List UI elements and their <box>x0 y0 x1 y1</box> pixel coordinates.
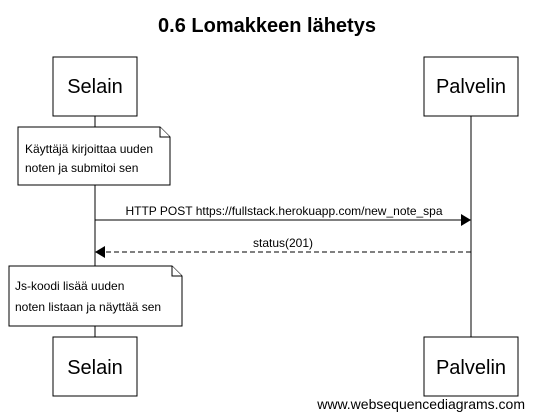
note-js-adds-note: Js-koodi lisää uuden noten listaan ja nä… <box>8 265 183 327</box>
watermark-link[interactable]: www.websequencediagrams.com <box>316 396 525 412</box>
participant-label: Selain <box>67 357 123 379</box>
message-label: status(201) <box>253 236 313 250</box>
note-line: Käyttäjä kirjoittaa uuden <box>25 142 153 156</box>
note-line: noten ja submitoi sen <box>25 161 138 175</box>
note-user-submits: Käyttäjä kirjoittaa uuden noten ja submi… <box>17 126 171 186</box>
message-http-post: HTTP POST https://fullstack.herokuapp.co… <box>95 204 471 226</box>
diagram-title: 0.6 Lomakkeen lähetys <box>158 15 376 37</box>
participant-browser-bottom: Selain <box>52 336 138 397</box>
participant-server-top: Palvelin <box>423 56 519 117</box>
note-line: noten listaan ja näyttää sen <box>15 300 161 314</box>
participant-label: Selain <box>67 76 123 98</box>
message-status-response: status(201) <box>95 236 471 258</box>
participant-label: Palvelin <box>436 76 506 98</box>
participant-label: Palvelin <box>436 357 506 379</box>
participant-browser-top: Selain <box>52 56 138 117</box>
message-label: HTTP POST https://fullstack.herokuapp.co… <box>125 204 442 218</box>
note-line: Js-koodi lisää uuden <box>15 279 124 293</box>
participant-server-bottom: Palvelin <box>423 336 519 397</box>
